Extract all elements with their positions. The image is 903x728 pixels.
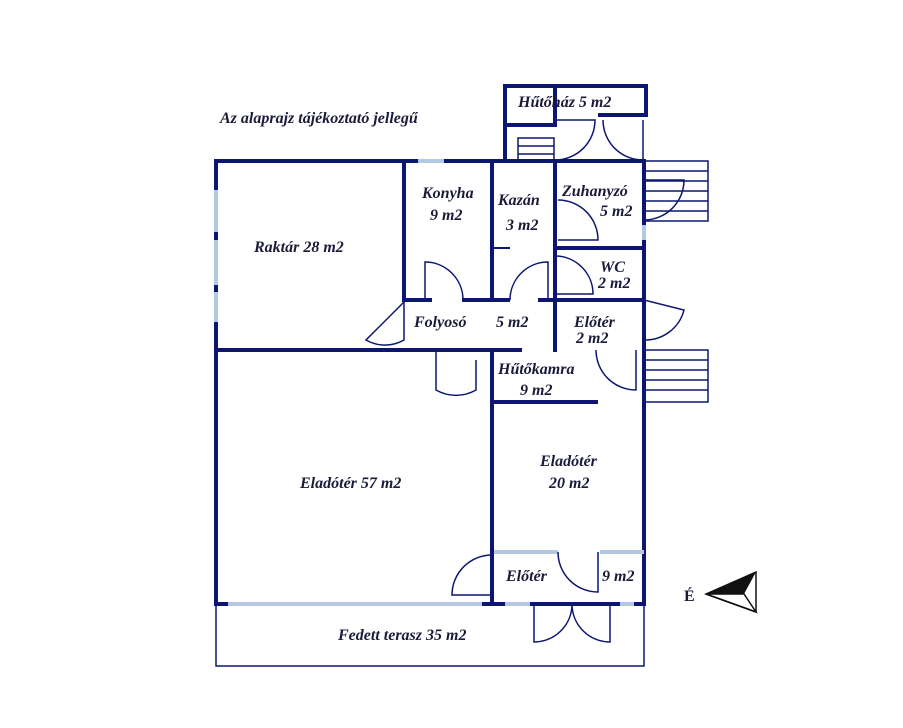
room-eloter1: Előtér xyxy=(573,314,616,331)
room-terasz: Fedett terasz 35 m2 xyxy=(337,627,466,644)
room-eloter2-area: 9 m2 xyxy=(602,568,634,585)
room-kazan: Kazán xyxy=(497,192,540,209)
room-konyha: Konyha xyxy=(421,185,474,202)
plan-note: Az alaprajz tájékoztató jellegű xyxy=(219,110,419,127)
room-eladoter2-area: 20 m2 xyxy=(548,475,589,492)
room-eladoter1: Eladótér 57 m2 xyxy=(299,475,401,492)
room-folyoso: Folyosó xyxy=(413,314,466,331)
room-hutohaz: Hűtőház 5 m2 xyxy=(517,94,611,111)
compass-label: É xyxy=(684,586,695,605)
room-kazan-area: 3 m2 xyxy=(505,217,538,234)
interior-walls xyxy=(214,84,648,606)
room-zuhanyzo-area: 5 m2 xyxy=(600,203,632,220)
doors xyxy=(364,119,685,643)
windows xyxy=(214,159,646,606)
room-wc-area: 2 m2 xyxy=(597,275,630,292)
stairs-top xyxy=(643,160,709,222)
room-eladoter2: Eladótér xyxy=(539,453,598,470)
room-eloter2: Előtér xyxy=(505,568,548,585)
room-konyha-area: 9 m2 xyxy=(430,207,462,224)
room-raktar: Raktár 28 m2 xyxy=(253,239,344,256)
room-zuhanyzo: Zuhanyzó xyxy=(561,183,628,200)
room-eloter1-area: 2 m2 xyxy=(575,330,608,347)
room-hutokamra-area: 9 m2 xyxy=(520,382,552,399)
room-hutokamra: Hűtőkamra xyxy=(497,361,574,378)
north-arrow-icon xyxy=(703,570,758,614)
stairs-bottom xyxy=(643,349,709,403)
stairs-small xyxy=(517,137,555,162)
room-folyoso-area: 5 m2 xyxy=(496,314,528,331)
room-wc: WC xyxy=(600,259,625,276)
